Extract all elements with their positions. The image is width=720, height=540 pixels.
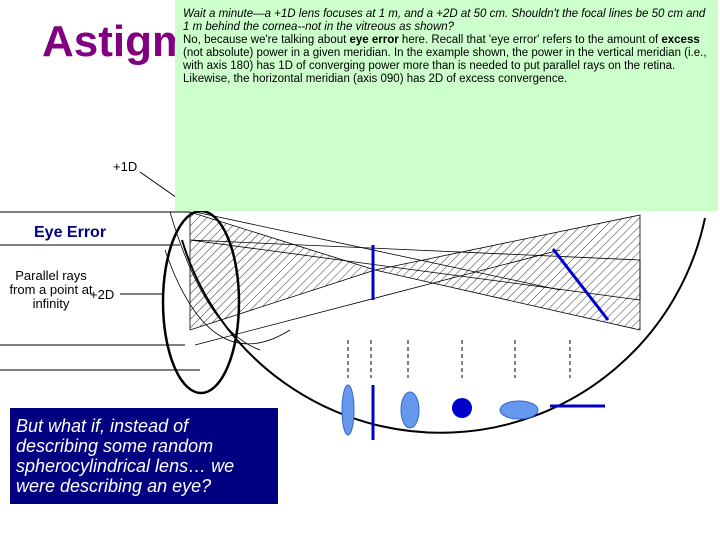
vertical-ellipse-blur xyxy=(341,384,355,436)
circle-of-least-confusion xyxy=(452,398,472,418)
answer-bold-excess: excess xyxy=(661,34,700,46)
answer-tail: (not absolute) power in a given meridian… xyxy=(183,47,707,85)
answer-bold-eye-error: eye error xyxy=(349,34,399,46)
callout-question: Wait a minute—a +1D lens focuses at 1 m,… xyxy=(183,8,706,33)
vertical-oval-blur xyxy=(400,391,420,429)
answer-lead: No, because we're talking about xyxy=(183,34,350,46)
cornea-lens xyxy=(161,209,241,395)
ray-arc xyxy=(164,249,291,345)
incoming-rays xyxy=(0,211,200,371)
eyeball-outline xyxy=(181,217,706,434)
dashed-drop-lines xyxy=(347,340,571,378)
label-parallel-rays: Parallel rays from a point at infinity xyxy=(9,268,93,311)
callout-answer: No, because we're talking about eye erro… xyxy=(183,34,710,86)
label-plus2d: +2D xyxy=(90,287,115,302)
arrow-plus1d xyxy=(139,171,181,201)
answer-mid: here. Recall that 'eye error' refers to … xyxy=(398,34,662,46)
horizontal-oval-blur xyxy=(499,400,539,420)
oblique-focal-line xyxy=(551,248,610,321)
callout-note: Wait a minute—a +1D lens focuses at 1 m,… xyxy=(175,0,718,211)
label-plus1d: +1D xyxy=(113,159,138,174)
refracted-ray-cones xyxy=(189,211,641,346)
slide-title: Astigm xyxy=(42,17,192,66)
label-eye-error: Eye Error xyxy=(34,224,107,241)
blur-pattern-sequence xyxy=(341,384,605,440)
question-box: But what if, instead of describing some … xyxy=(10,408,278,504)
